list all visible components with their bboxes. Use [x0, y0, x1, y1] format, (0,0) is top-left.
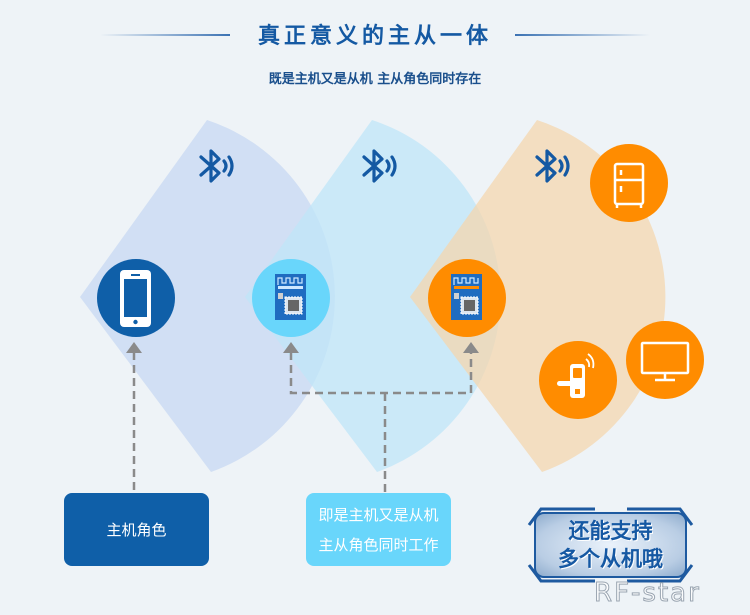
node-fridge [590, 144, 668, 222]
node-module-slave-host [428, 259, 506, 337]
node-phone [97, 259, 175, 337]
bluetooth-icon [199, 149, 234, 183]
label-dual-role: 即是主机又是从机 主从角色同时工作 [306, 493, 451, 566]
badge-panel: 还能支持 多个从机哦 [534, 512, 687, 578]
badge-frame [527, 507, 694, 583]
label-master-role: 主机角色 [64, 493, 209, 566]
page-subtitle: 既是主机又是从机 主从角色同时存在 [268, 72, 482, 87]
sector-dual-range [245, 120, 501, 472]
node-monitor [626, 321, 704, 399]
badge-line2: 多个从机哦 [558, 547, 663, 571]
node-module-dual [252, 259, 330, 337]
label-dual-line2: 主从角色同时工作 [318, 535, 439, 554]
refrigerator-icon [613, 162, 645, 208]
smartphone-icon [120, 270, 151, 327]
watermark-logo: RF-star [594, 578, 701, 609]
label-master-text: 主机角色 [106, 520, 167, 539]
label-dual-line1: 即是主机又是从机 [318, 505, 439, 524]
node-door-lock [539, 341, 617, 419]
page-title: 真正意义的主从一体 [257, 24, 492, 49]
ble-module-icon [451, 274, 482, 320]
multi-slave-badge: 还能支持 多个从机哦 [527, 505, 694, 585]
arrowheads [126, 342, 479, 353]
title-rule-left [100, 34, 230, 36]
connector-lines [132, 352, 473, 493]
sector-master-range [80, 120, 335, 472]
badge-line1: 还能支持 [568, 519, 653, 543]
ble-module-icon [275, 274, 306, 320]
title-rule-right [515, 34, 650, 36]
smart-lock-icon [557, 353, 595, 398]
monitor-icon [640, 341, 690, 382]
bluetooth-icon [362, 149, 397, 183]
bluetooth-icon [535, 149, 570, 183]
